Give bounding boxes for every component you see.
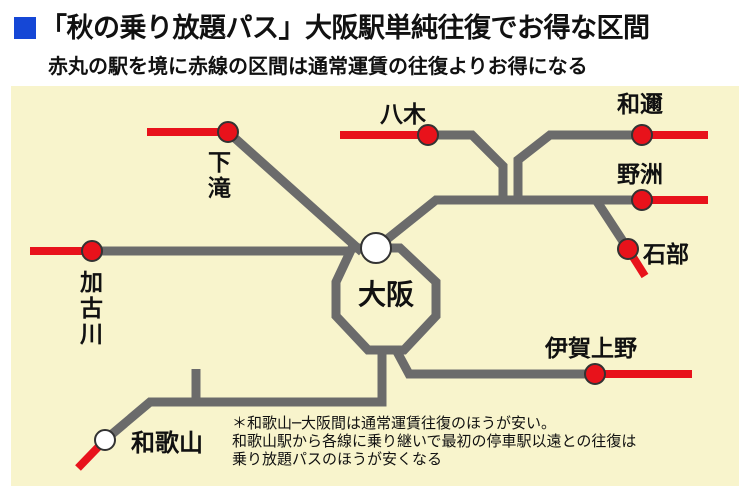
label-wani: 和邇 [617, 92, 663, 118]
footnote-line-3: 乗り放題パスのほうが安くなる [232, 450, 443, 468]
label-yagi: 八木 [380, 102, 426, 128]
label-yasu: 野洲 [617, 162, 663, 188]
label-osaka: 大阪 [358, 278, 414, 311]
title-text: 「秋の乗り放題パス」大阪駅単純往復でお得な区間 [40, 13, 650, 44]
footnote: ＊和歌山─大阪間は通常運賃往復のほうが安い。 和歌山駅から各線に乗り継いで最初の… [232, 414, 636, 468]
label-ishibe: 石部 [642, 241, 689, 268]
station-marker-yagi [417, 124, 439, 146]
title-marker-square [14, 17, 36, 39]
label-kakogawa-1: 加 [79, 270, 103, 296]
station-marker-osaka [360, 232, 392, 264]
station-marker-iga-ueno [584, 363, 606, 385]
label-wakayama: 和歌山 [131, 429, 203, 457]
station-marker-wakayama [94, 429, 116, 451]
footnote-line-1: ＊和歌山─大阪間は通常運賃往復のほうが安い。 [232, 414, 557, 432]
track-iga-ueno [391, 345, 595, 379]
label-kakogawa-2: 古 [80, 296, 103, 322]
label-iga-ueno: 伊賀上野 [544, 335, 637, 362]
station-marker-yasu [631, 189, 653, 211]
page-title: 「秋の乗り放題パス」大阪駅単純往復でお得な区間 [14, 6, 650, 45]
track-east-trunk [373, 195, 642, 252]
station-marker-kakogawa [81, 240, 103, 262]
label-shimotaki-1: 下 [208, 150, 231, 176]
station-marker-shimotaki [217, 121, 239, 143]
page-subtitle: 赤丸の駅を境に赤線の区間は通常運賃の往復よりお得になる [48, 54, 588, 78]
track-yagi [428, 130, 508, 200]
track-shimotaki [224, 128, 366, 256]
track-wakayama [102, 350, 387, 444]
station-marker-wani [631, 124, 653, 146]
label-shimotaki-2: 滝 [208, 176, 231, 202]
osaka-loop-track [331, 243, 441, 355]
station-marker-ishibe [617, 238, 639, 260]
track-wani [513, 130, 642, 200]
footnote-line-2: 和歌山駅から各線に乗り継いで最初の停車駅以遠との往復は [232, 432, 637, 450]
label-kakogawa-3: 川 [80, 322, 103, 348]
